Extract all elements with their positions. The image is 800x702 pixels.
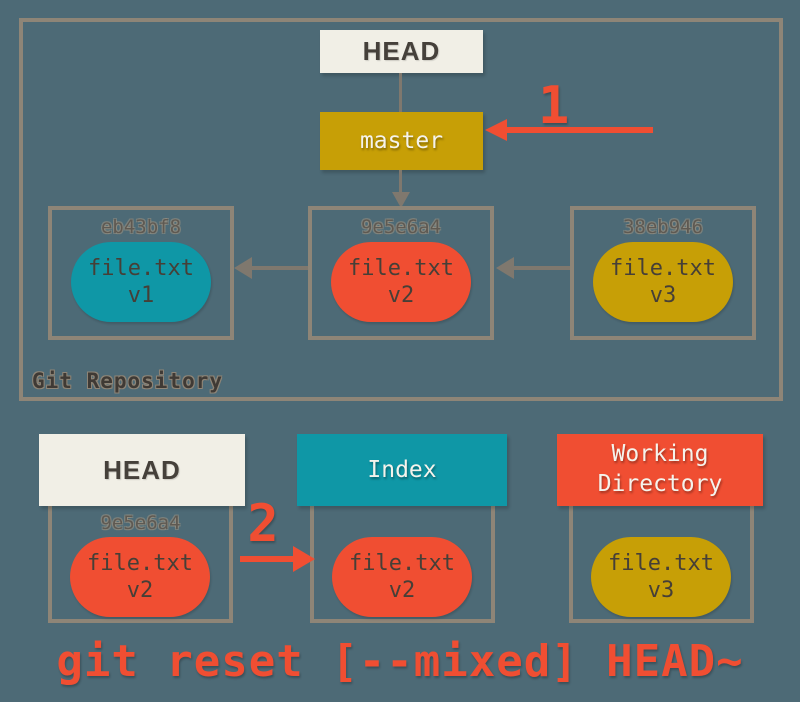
index-column-header: Index (297, 434, 507, 506)
head-column-header: HEAD (39, 434, 245, 506)
step2-number: 2 (247, 494, 279, 554)
workdir-column-label: Working Directory (597, 441, 723, 497)
commit-hash: 38eb946 (622, 216, 704, 238)
file-version: v2 (388, 578, 416, 603)
step1-arrow-head-icon (485, 119, 507, 141)
commit-parent-line-right-to-mid (514, 266, 570, 270)
workdir-area-box: file.txt v3 (569, 500, 754, 623)
step2-arrow-line (240, 556, 295, 562)
file-blob-v3: file.txt v3 (593, 242, 733, 322)
file-blob-v1: file.txt v1 (71, 242, 211, 322)
master-branch-box: master (320, 112, 483, 170)
file-version: v2 (126, 578, 154, 603)
head-box: HEAD (320, 30, 483, 73)
commit-parent-line-mid-to-left (250, 266, 308, 270)
file-version: v1 (127, 283, 155, 308)
index-area-file-blob: file.txt v2 (332, 537, 472, 617)
head-area-hash: 9e5e6a4 (100, 512, 181, 534)
commit-box-38eb946: 38eb946 file.txt v3 (570, 206, 756, 340)
command-caption: git reset [--mixed] HEAD~ (56, 636, 744, 687)
file-version: v3 (649, 283, 677, 308)
file-name: file.txt (610, 255, 716, 281)
master-to-commit-arrow-icon (392, 192, 410, 208)
git-repository-box (19, 18, 783, 401)
step1-number: 1 (538, 76, 570, 136)
commit-hash: eb43bf8 (100, 216, 182, 238)
file-name: file.txt (88, 255, 194, 281)
index-column-label: Index (367, 457, 437, 483)
commit-box-eb43bf8: eb43bf8 file.txt v1 (48, 206, 234, 340)
file-version: v3 (647, 578, 675, 603)
commit-hash: 9e5e6a4 (360, 216, 442, 238)
master-to-commit-line (399, 170, 402, 196)
commit-box-9e5e6a4: 9e5e6a4 file.txt v2 (308, 206, 494, 340)
index-area-box: file.txt v2 (310, 500, 495, 623)
git-repository-label: Git Repository (32, 369, 224, 393)
head-to-master-line (399, 73, 402, 112)
workdir-column-header: Working Directory (557, 434, 763, 506)
master-branch-label: master (359, 128, 444, 154)
file-name: file.txt (349, 550, 455, 576)
commit-parent-arrow-icon (496, 257, 514, 279)
step1-arrow-line (503, 127, 653, 133)
file-name: file.txt (348, 255, 454, 281)
file-version: v2 (387, 283, 415, 308)
commit-parent-arrow-icon (234, 257, 252, 279)
workdir-area-file-blob: file.txt v3 (591, 537, 731, 617)
file-blob-v2: file.txt v2 (331, 242, 471, 322)
head-area-file-blob: file.txt v2 (70, 537, 210, 617)
head-box-label: HEAD (362, 36, 441, 66)
head-column-label: HEAD (103, 454, 181, 485)
step2-arrow-head-icon (293, 546, 315, 572)
file-name: file.txt (87, 550, 193, 576)
file-name: file.txt (608, 550, 714, 576)
head-area-box: 9e5e6a4 file.txt v2 (48, 500, 233, 623)
